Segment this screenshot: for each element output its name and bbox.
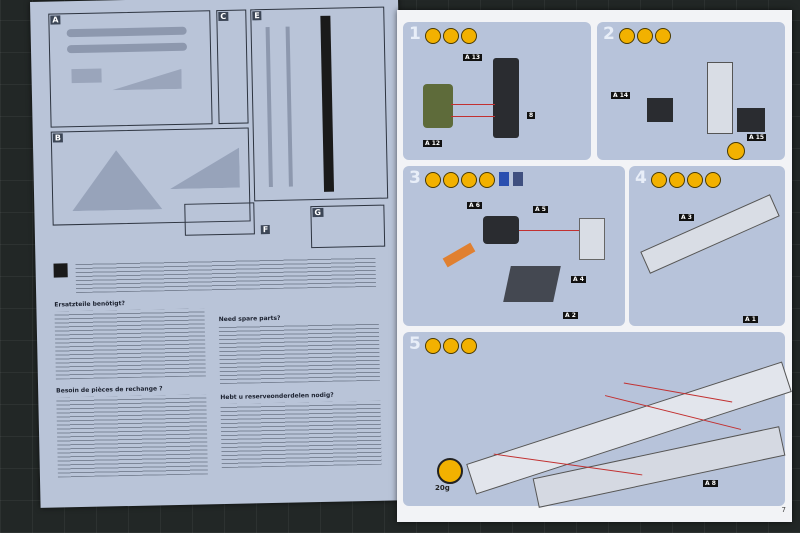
paint-pot-icon (499, 172, 509, 186)
instrument-panel-part (483, 216, 519, 244)
step-1-panel: 1 A 13 8 A 12 (403, 22, 591, 160)
paint-icon (461, 338, 477, 354)
direction-arrow (442, 242, 476, 268)
sprue-frame-f (184, 202, 255, 236)
paint-pot-icon (513, 172, 523, 186)
part-callout: A 4 (571, 276, 586, 283)
weight-label: 20g (435, 484, 450, 492)
step-2-panel: 2 A 14 A 15 (597, 22, 785, 160)
leader-line (451, 104, 495, 105)
sprue-label-b: B (52, 133, 64, 143)
part-callout: A 5 (533, 206, 548, 213)
step-4-panel: 4 A 3 A 1 (629, 166, 785, 326)
glue-icon (651, 172, 667, 188)
glue-icon (425, 338, 441, 354)
seat-assembly (579, 218, 605, 260)
step-5-panel: 5 20g A 8 (403, 332, 792, 508)
seat-side-part (737, 108, 765, 132)
english-text-block (218, 322, 381, 385)
decal-icon (705, 172, 721, 188)
paint-icon (655, 28, 671, 44)
part-callout: 8 (527, 112, 536, 119)
heading-besoin: Besoin de pièces de rechange ? (56, 385, 163, 395)
step-number: 1 (409, 24, 421, 44)
step-3-panel: 3 A 6 A 5 A 4 A 2 (403, 166, 625, 326)
german-text-block (54, 308, 206, 380)
heading-spare-parts: Need spare parts? (218, 314, 281, 324)
left-page-sprue-diagram: A C E B G F Ersatzteile benötigt? Besoin… (30, 0, 409, 508)
glue-icon (425, 28, 441, 44)
glue-icon (425, 172, 441, 188)
paint-icon (461, 28, 477, 44)
right-page-assembly-steps: 03949 1 A 13 8 A 12 2 A 14 A 15 (397, 10, 792, 522)
knife-icon (443, 28, 459, 44)
knife-icon (637, 28, 653, 44)
step-number: 5 (409, 334, 421, 354)
leader-line (519, 230, 589, 231)
part-callout: A 6 (467, 202, 482, 209)
page-number: 7 (781, 506, 786, 514)
part-callout: A 14 (611, 92, 631, 99)
knife-icon (669, 172, 685, 188)
seat-assembly (707, 62, 733, 134)
french-text-block (56, 394, 208, 478)
heading-ersatzteile: Ersatzteile benötigt? (54, 300, 125, 309)
sprue-label-f: F (260, 225, 271, 235)
fuselage-half (640, 194, 780, 274)
step-number: 4 (635, 168, 647, 188)
legend-swatch (53, 263, 68, 278)
part-callout: A 12 (423, 140, 443, 147)
paint-reference-icon (727, 142, 745, 160)
part-callout: A 13 (463, 54, 483, 61)
step-number: 3 (409, 168, 421, 188)
seat-frame-part (493, 58, 519, 138)
paint-icon (461, 172, 477, 188)
heading-reserveonderdelen: Hebt u reserveonderdelen nodig? (220, 391, 334, 402)
sprue-label-e: E (252, 11, 262, 21)
paint-icon (687, 172, 703, 188)
leader-line (451, 116, 495, 117)
small-part (71, 68, 102, 84)
weight-marker (437, 458, 463, 484)
part-callout: A 1 (743, 316, 758, 323)
seat-side-part (647, 98, 673, 122)
knife-icon (443, 172, 459, 188)
decal-icon (479, 172, 495, 188)
seat-part-green (423, 84, 453, 128)
part-callout: A 2 (563, 312, 578, 319)
sprue-label-g: G (312, 207, 324, 218)
part-callout: A 8 (703, 480, 718, 487)
glue-icon (619, 28, 635, 44)
sprue-frame-c (216, 9, 249, 125)
part-callout: A 3 (679, 214, 694, 221)
cockpit-tub-part (503, 266, 561, 302)
part-callout: A 15 (747, 134, 767, 141)
sprue-label-c: C (218, 11, 229, 22)
step-number: 2 (603, 24, 615, 44)
knife-icon (443, 338, 459, 354)
legend-text-block (75, 256, 377, 294)
dutch-text-block (220, 400, 382, 469)
sprue-label-a: A (50, 15, 61, 25)
